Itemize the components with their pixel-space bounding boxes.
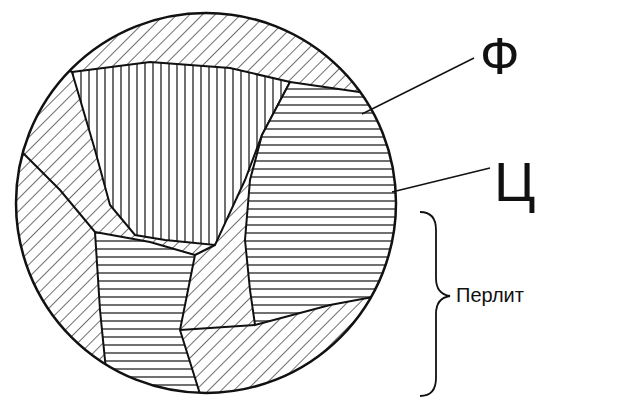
phase-label: Ц [494, 154, 535, 210]
leader-line [362, 58, 474, 114]
leader-line [392, 168, 490, 192]
brace [420, 212, 450, 396]
grain-horizontal [95, 232, 205, 407]
specimen-circle [16, 13, 396, 393]
grain-boundary [195, 245, 215, 255]
structure-label: Перлит [456, 285, 524, 305]
grain-boundary [20, 150, 95, 232]
phase-label: Ф [480, 30, 520, 82]
grain-horizontal [245, 82, 410, 325]
grain-boundary [180, 325, 255, 330]
